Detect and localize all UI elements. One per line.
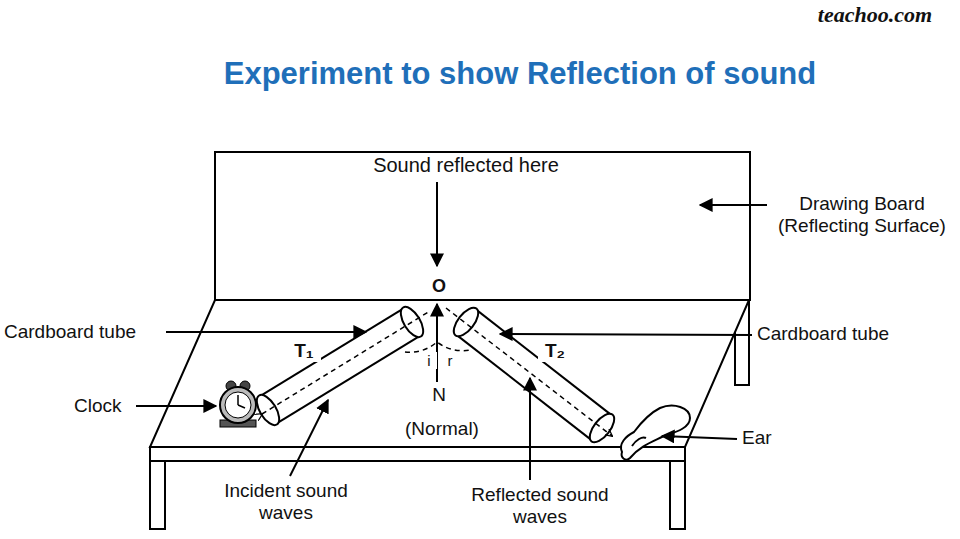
watermark: teachoo.com: [793, 2, 957, 27]
ear: [621, 406, 690, 460]
drawing-board: [215, 152, 750, 300]
leader-arrows: [128, 182, 782, 480]
part-label: Cardboard tube: [755, 323, 929, 345]
title: Experiment to show Reflection of sound: [0, 56, 960, 92]
angle-arcs: [405, 342, 470, 352]
part-label: Drawing Board (Reflecting Surface): [767, 193, 957, 237]
cardboard-tube-t1: [252, 303, 430, 428]
angle-label: i: [421, 352, 437, 369]
part-label: Ear: [740, 427, 804, 449]
point-label: O: [425, 276, 453, 297]
part-label: Cardboard tube: [2, 321, 166, 343]
part-label: Clock: [72, 395, 136, 417]
callout-text: Sound reflected here: [344, 154, 588, 177]
clock: [220, 381, 256, 427]
angle-label: r: [442, 352, 458, 369]
tube-name: T₂: [538, 340, 572, 362]
normal-label: N: [425, 384, 453, 406]
normal-line: [436, 304, 438, 382]
normal-label: (Normal): [385, 418, 499, 440]
tube-name: T₁: [287, 340, 321, 362]
wave-label: Reflected sound waves: [448, 484, 632, 528]
wave-label: Incident sound waves: [199, 480, 373, 524]
